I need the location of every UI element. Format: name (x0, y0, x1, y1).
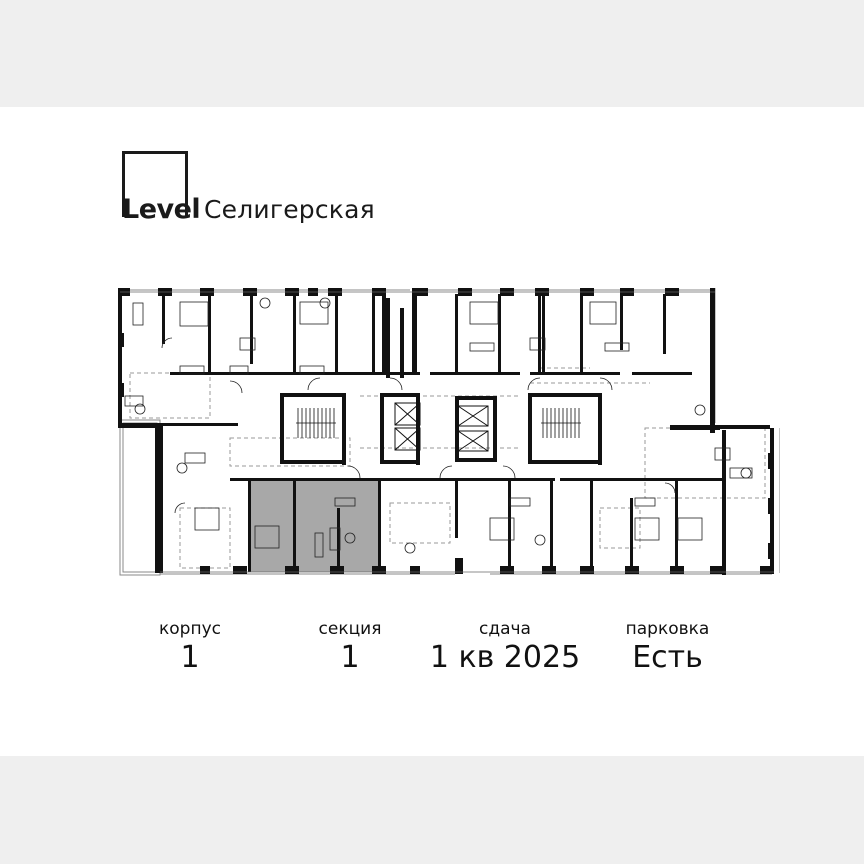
info-sdacha: сдача 1 кв 2025 (415, 618, 595, 676)
logo-frame-icon (122, 151, 188, 217)
floor-plan (118, 288, 780, 576)
terrace-left (119, 419, 161, 576)
info-value: 1 (340, 640, 360, 675)
info-label: сдача (479, 619, 531, 639)
info-value: 1 (180, 640, 200, 675)
logo-brand: Level (122, 194, 201, 225)
info-value: Есть (632, 640, 703, 675)
info-label: секция (318, 619, 382, 639)
content-panel (0, 107, 864, 756)
info-korpus: корпус 1 (140, 618, 240, 676)
info-sekciya: секция 1 (295, 618, 405, 676)
info-label: парковка (625, 619, 710, 639)
info-value: 1 кв 2025 (429, 640, 581, 675)
project-name: Селигерская (204, 195, 375, 224)
info-parkovka: парковка Есть (610, 618, 725, 676)
logo: Level Селигерская (122, 151, 422, 231)
info-label: корпус (159, 619, 221, 639)
